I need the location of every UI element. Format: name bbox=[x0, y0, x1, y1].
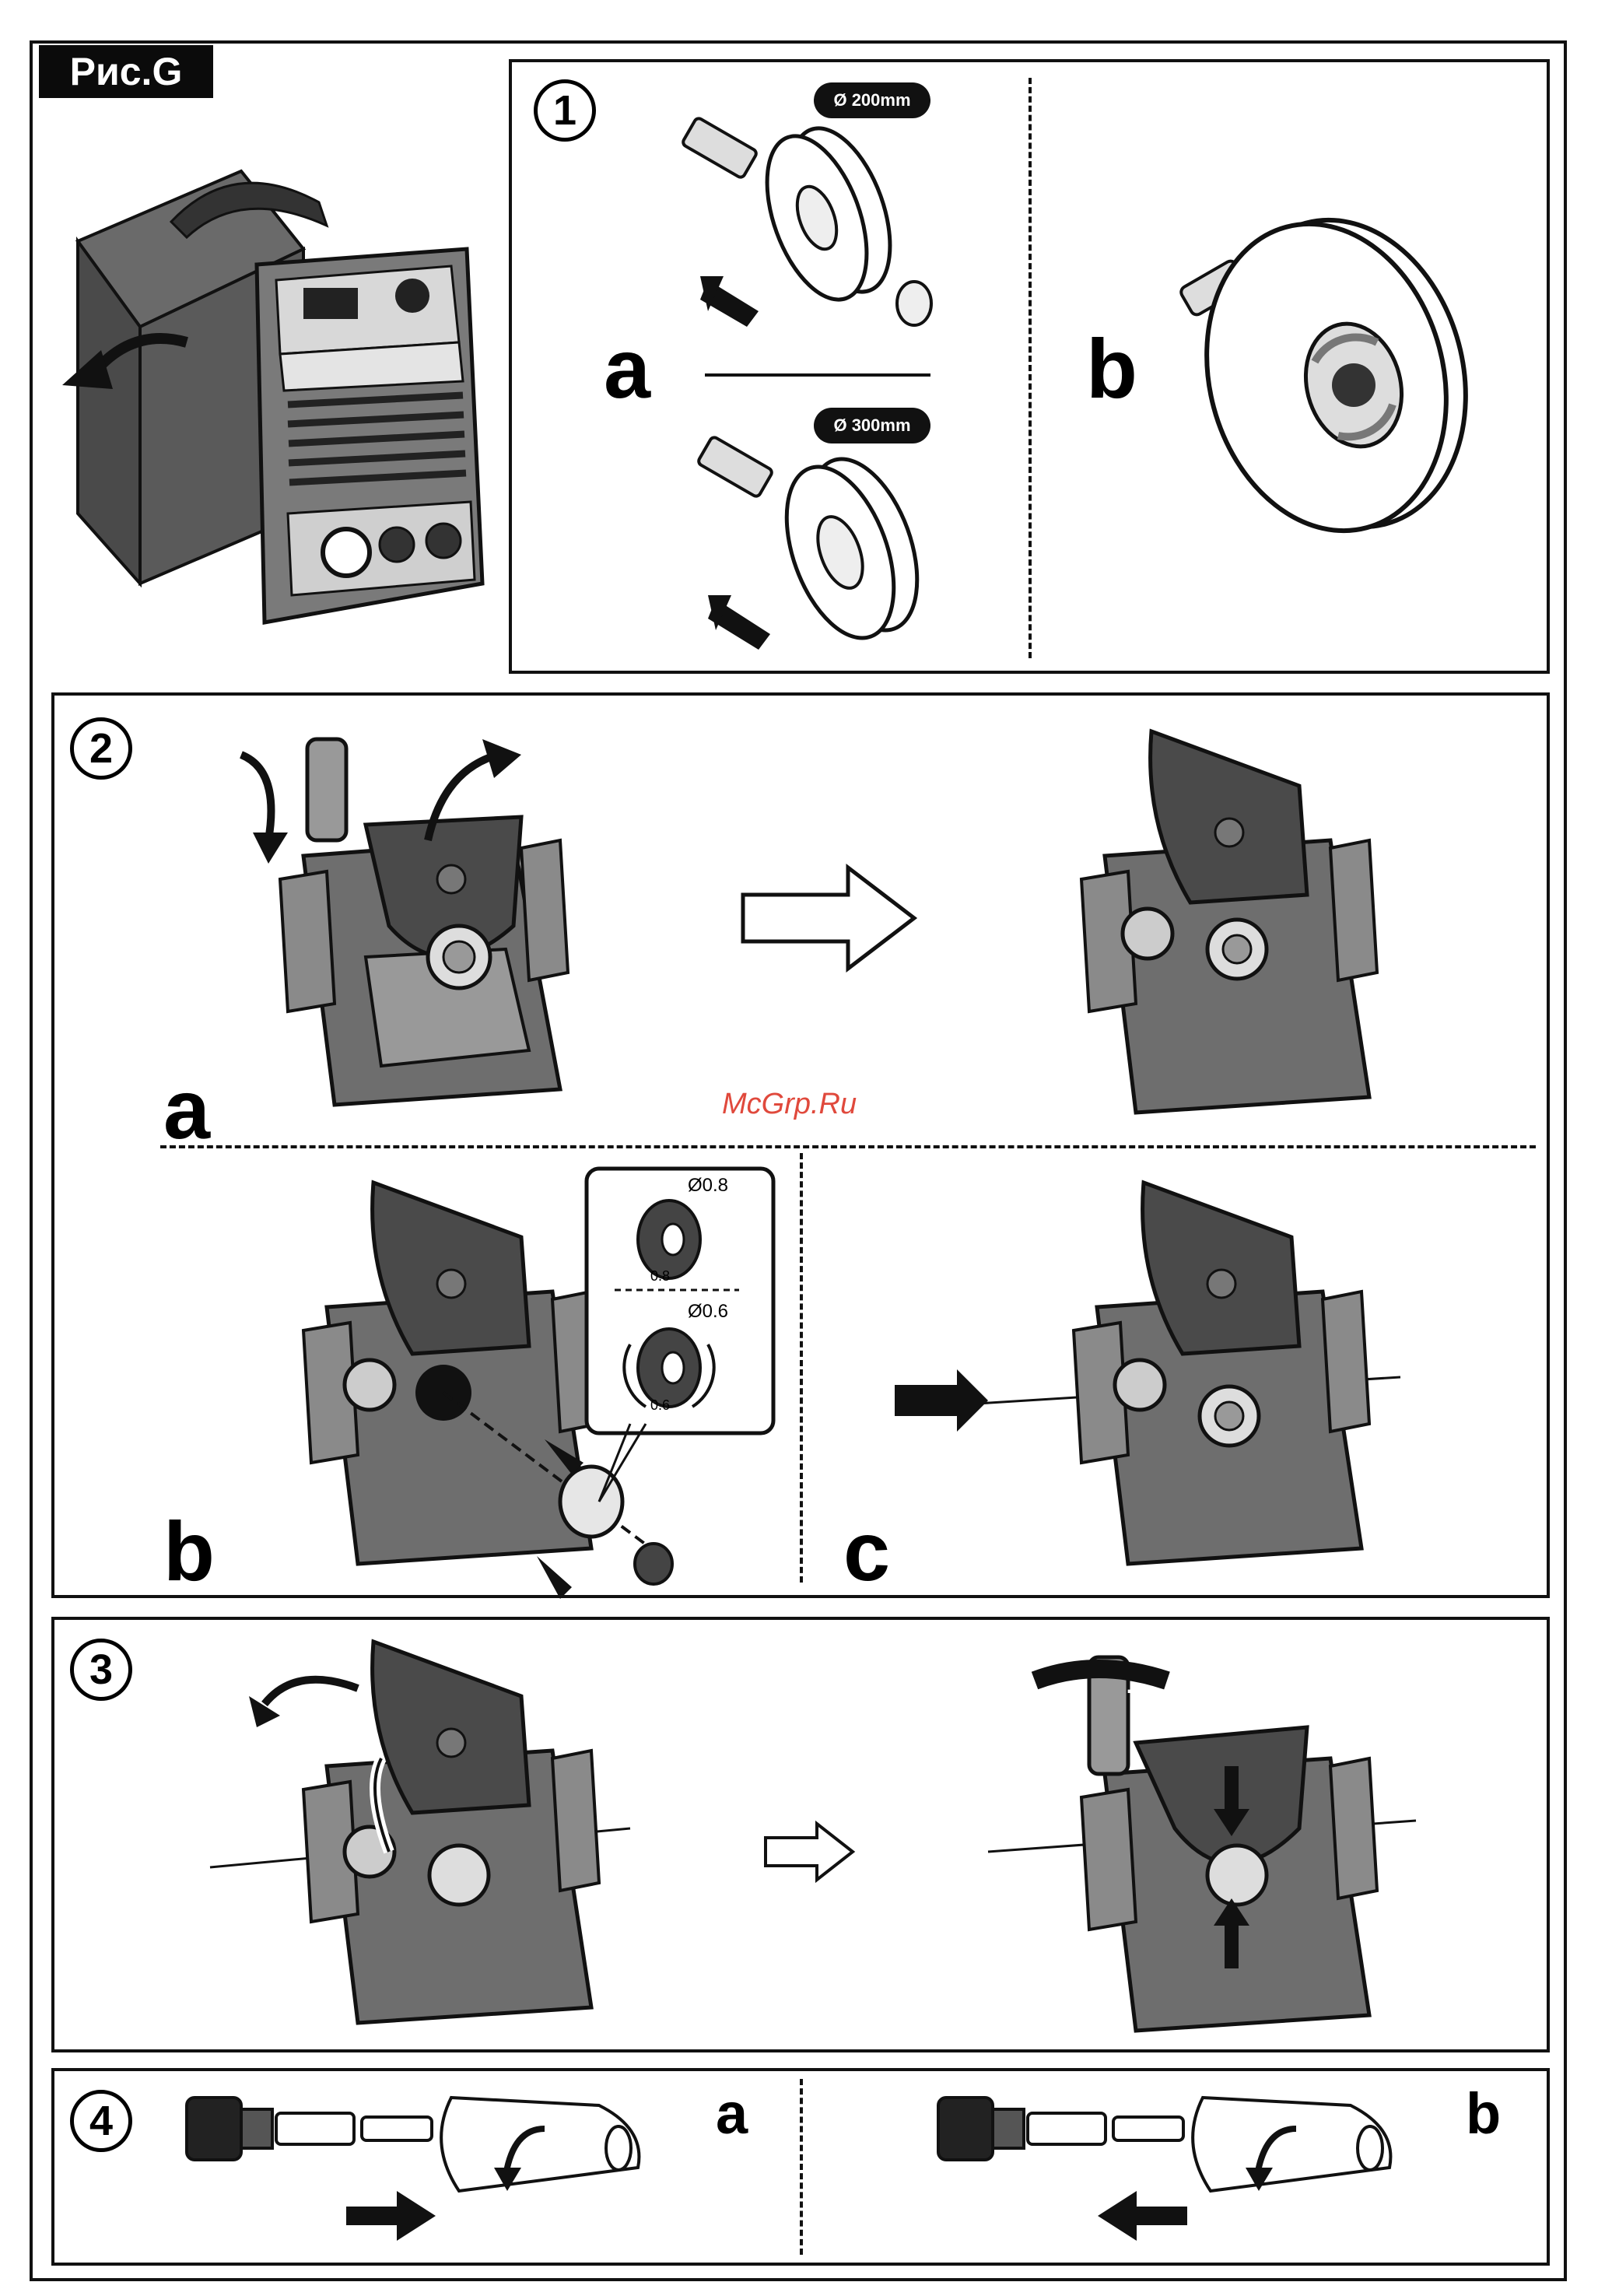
step-1b-label: b bbox=[1086, 327, 1137, 411]
step-3-number: 3 bbox=[70, 1639, 132, 1701]
roller-06-mark: 0.6 bbox=[650, 1397, 670, 1414]
feeder-2a-open-illustration bbox=[1074, 700, 1400, 1120]
step-4-divider bbox=[800, 2079, 803, 2255]
watermark: McGrp.Ru bbox=[722, 1088, 857, 1121]
step-1a-label: a bbox=[604, 327, 650, 411]
roller-08-label: Ø0.8 bbox=[688, 1175, 728, 1197]
step-1a-separator bbox=[705, 373, 930, 377]
step-2-horizontal-divider bbox=[160, 1145, 1536, 1148]
step-2a-label: a bbox=[163, 1067, 210, 1152]
spool-200mm-illustration bbox=[669, 117, 949, 342]
step-2-vertical-divider bbox=[800, 1153, 803, 1583]
spool-mounted-illustration bbox=[1167, 202, 1494, 537]
torch-assembly-4b-illustration bbox=[930, 2082, 1413, 2245]
feeder-2c-illustration bbox=[887, 1152, 1416, 1587]
roller-detail-callout bbox=[583, 1166, 778, 1430]
roller-06-label: Ø0.6 bbox=[688, 1301, 728, 1323]
step-1-divider bbox=[1029, 78, 1032, 658]
spool-200mm-badge: Ø 200mm bbox=[814, 82, 930, 118]
tension-minus-label: − bbox=[1060, 1679, 1078, 1714]
step-4a-label: a bbox=[716, 2085, 748, 2143]
step-2b-label: b bbox=[163, 1509, 215, 1593]
feeder-3-tensioned-illustration bbox=[988, 1642, 1424, 2038]
roller-callout-pointer bbox=[591, 1424, 654, 1509]
step-3-next-arrow-icon bbox=[762, 1821, 856, 1883]
step-1-number: 1 bbox=[534, 79, 596, 142]
feeder-3-closing-illustration bbox=[210, 1618, 646, 2038]
feeder-2a-closed-illustration bbox=[233, 724, 607, 1113]
welder-machine-illustration bbox=[47, 148, 513, 646]
step-2-number: 2 bbox=[70, 717, 132, 780]
step-2a-next-arrow-icon bbox=[739, 864, 918, 973]
figure-title: Рис.G bbox=[39, 45, 213, 98]
spool-300mm-illustration bbox=[669, 436, 949, 661]
step-4b-label: b bbox=[1466, 2085, 1501, 2143]
step-2c-label: c bbox=[843, 1509, 890, 1593]
step-4-number: 4 bbox=[70, 2090, 132, 2152]
roller-08-mark: 0.8 bbox=[650, 1268, 670, 1285]
tension-plus-label: + bbox=[1127, 1674, 1144, 1709]
torch-assembly-4a-illustration bbox=[179, 2082, 661, 2245]
